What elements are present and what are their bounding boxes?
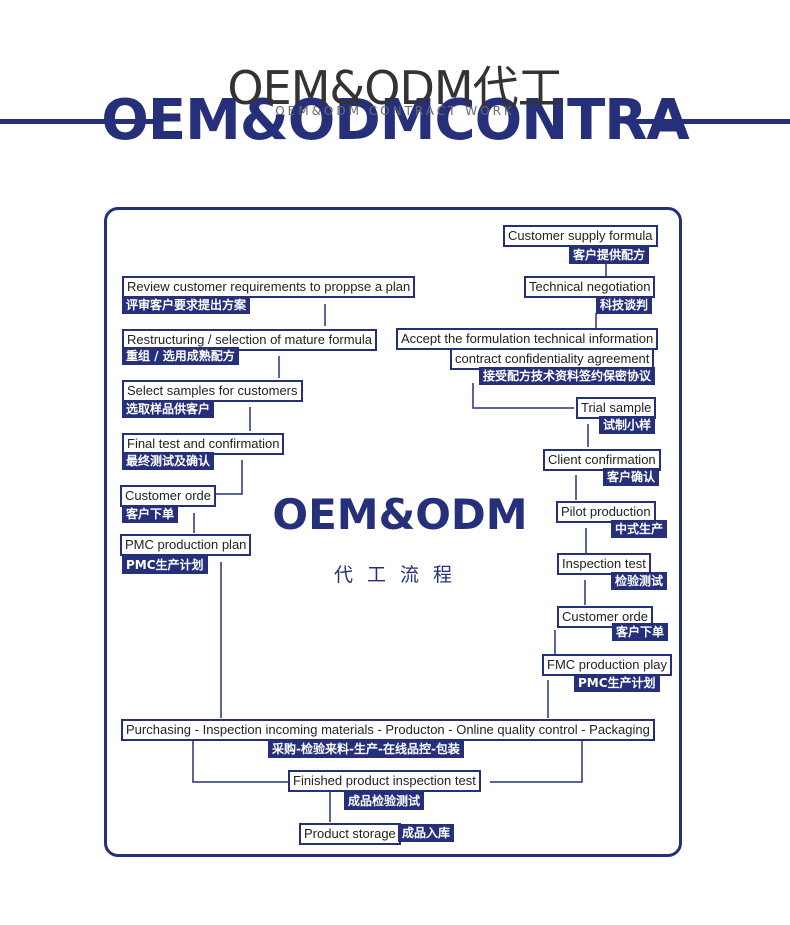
step-pilot-production: Pilot production — [556, 501, 656, 523]
step-customer-supply-formula: Customer supply formula — [503, 225, 658, 247]
step-select-samples-cn: 选取样品供客户 — [122, 400, 215, 418]
step-review-requirements: Review customer requirements to proppse … — [122, 276, 416, 298]
step-customer-order-left: Customer orde — [120, 485, 216, 507]
step-fmc-production-cn: PMC生产计划 — [574, 674, 660, 692]
step-finished-inspection: Finished product inspection test — [288, 770, 481, 792]
step-final-test-cn: 最终测试及确认 — [122, 452, 215, 470]
page-title: OEM&ODM代工 — [227, 61, 563, 115]
step-restructuring-formula: Restructuring / selection of mature form… — [122, 329, 377, 351]
step-product-storage: Product storage — [299, 823, 401, 845]
connector-line — [192, 741, 288, 783]
step-fmc-production: FMC production play — [542, 654, 672, 676]
header-background-text: OEM&ODMCONTRA — [101, 88, 689, 153]
step-review-requirements-cn: 评审客户要求提出方案 — [122, 296, 251, 314]
header-rule-left — [0, 119, 162, 124]
step-inspection-test-cn: 检验测试 — [611, 572, 668, 590]
step-trial-sample-cn: 试制小样 — [599, 416, 656, 434]
step-client-confirmation: Client confirmation — [543, 449, 661, 471]
step-finished-inspection-cn: 成品检验测试 — [344, 792, 425, 810]
flow-panel — [104, 207, 682, 857]
step-accept-formulation-cn: 接受配方技术资料签约保密协议 — [479, 367, 656, 385]
step-accept-formulation: Accept the formulation technical informa… — [396, 328, 659, 350]
center-title: OEM&ODM — [272, 490, 528, 539]
step-client-confirmation-cn: 客户确认 — [603, 468, 660, 486]
step-purchasing-packaging-cn: 采购-检验来料-生产-在线品控-包装 — [268, 740, 464, 758]
step-select-samples: Select samples for customers — [122, 380, 303, 402]
center-subtitle: 代工流程 — [333, 564, 466, 586]
connector-line — [213, 460, 243, 495]
step-customer-order-right: Customer orde — [557, 606, 653, 628]
connector-line — [472, 383, 574, 409]
header-rule-right — [628, 119, 790, 124]
step-customer-supply-formula-cn: 客户提供配方 — [569, 246, 650, 264]
page-subtitle: OEM&ODM CONTRACT WORK — [275, 104, 515, 118]
step-pilot-production-cn: 中式生产 — [611, 520, 668, 538]
step-technical-negotiation: Technical negotiation — [524, 276, 656, 298]
step-restructuring-formula-cn: 重组 / 选用成熟配方 — [122, 347, 239, 365]
step-inspection-test: Inspection test — [557, 553, 651, 575]
step-pmc-plan-left-cn: PMC生产计划 — [122, 556, 208, 574]
step-customer-order-right-cn: 客户下单 — [612, 623, 669, 641]
step-trial-sample: Trial sample — [576, 397, 657, 419]
connector-line — [490, 741, 583, 783]
step-technical-negotiation-cn: 科技谈判 — [596, 296, 653, 314]
step-customer-order-left-cn: 客户下单 — [122, 505, 179, 523]
step-product-storage-cn: 成品入库 — [398, 824, 455, 842]
step-purchasing-packaging: Purchasing - Inspection incoming materia… — [121, 719, 655, 741]
step-pmc-plan-left: PMC production plan — [120, 534, 252, 556]
